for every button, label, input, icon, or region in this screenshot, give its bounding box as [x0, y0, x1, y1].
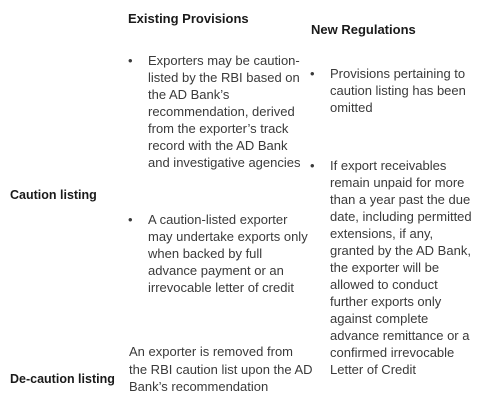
existing-bullet-text: A caution-listed exporter may undertake … [148, 212, 308, 295]
bullet-dot-icon: • [310, 66, 315, 81]
row-label-de-caution-listing: De-caution listing [10, 372, 115, 386]
row-label-caution-listing: Caution listing [10, 188, 97, 202]
bullet-dot-icon: • [128, 53, 133, 68]
new-bullet-text: If export receivables remain unpaid for … [330, 158, 472, 377]
bullet-dot-icon: • [128, 212, 133, 227]
existing-bullet-export-conditions: • A caution-listed exporter may undertak… [128, 211, 310, 296]
existing-decaution-text: An exporter is removed from the RBI caut… [129, 344, 313, 394]
new-bullet-caution-omitted: • Provisions pertaining to caution listi… [310, 65, 480, 116]
new-bullet-text: Provisions pertaining to caution listing… [330, 66, 466, 115]
header-new-regulations: New Regulations [311, 22, 416, 37]
existing-bullet-text: Exporters may be caution-listed by the R… [148, 53, 301, 170]
new-bullet-unpaid-receivables: • If export receivables remain unpaid fo… [310, 157, 478, 378]
bullet-dot-icon: • [310, 158, 315, 173]
existing-bullet-caution-criteria: • Exporters may be caution-listed by the… [128, 52, 306, 171]
header-existing-provisions: Existing Provisions [128, 11, 249, 26]
